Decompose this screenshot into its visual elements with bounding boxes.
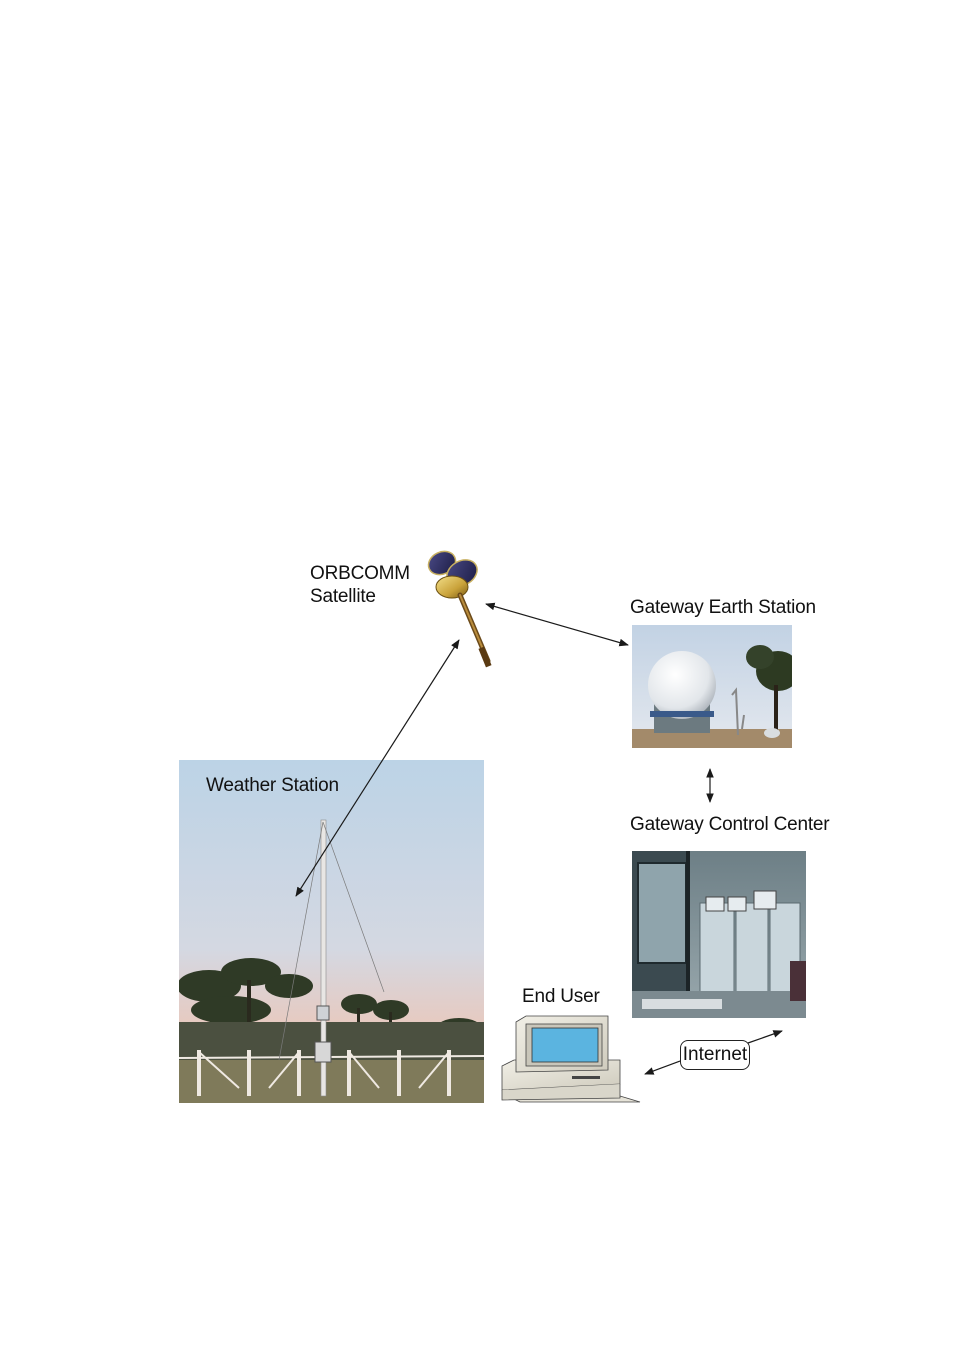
arrow-internet-control-center xyxy=(748,1031,782,1043)
arrow-satellite-weather-station xyxy=(296,640,459,896)
arrow-internet-end-user xyxy=(645,1061,680,1074)
arrow-satellite-earth-station xyxy=(486,604,628,645)
